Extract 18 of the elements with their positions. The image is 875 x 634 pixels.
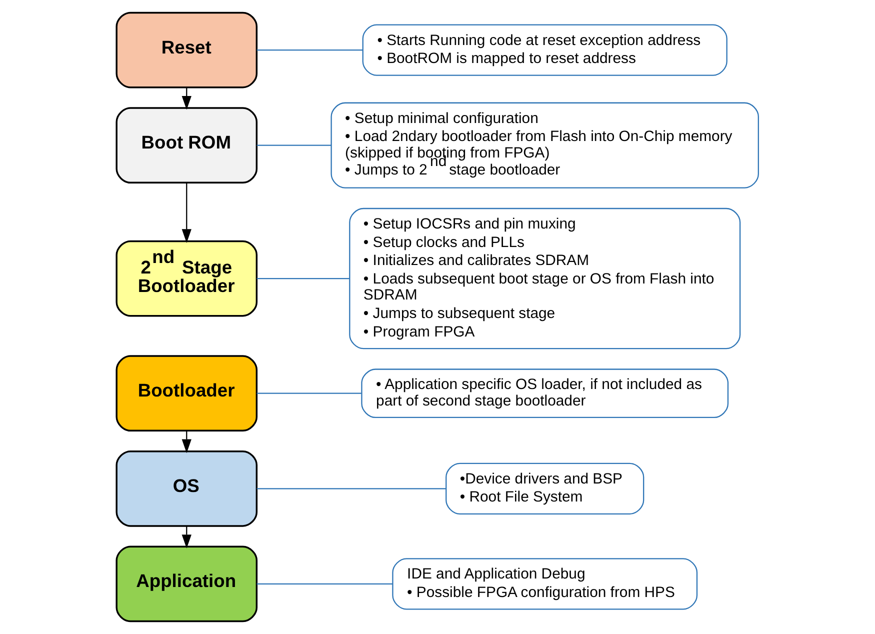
node-box: IDE and Application Debug • Possible FPGA configuration from HPS [392, 558, 698, 610]
node-box: Reset [116, 12, 258, 88]
node-box: • Setup IOCSRs and pin muxing • Setup clocks and PLLs • Initializes and calibrates SDRAM • Loads subsequent boot stage or OS from Flash into SDRAM • Jumps to subsequent stage • Program FPGA [349, 208, 741, 350]
node-box: Application [116, 546, 258, 622]
node-box: • Starts Running code at reset exception address • BootROM is mapped to reset address [362, 24, 728, 76]
node-box: • Application specific OS loader, if not included as part of second stage bootloader [361, 368, 729, 418]
node-box: OS [116, 450, 258, 527]
connector [256, 49, 363, 51]
node-box: Bootloader [116, 355, 258, 432]
arrow [182, 430, 192, 454]
arrow [182, 182, 192, 243]
connector [256, 488, 446, 490]
connector [256, 278, 350, 280]
node-box: •Device drivers and BSP • Root File System [446, 462, 644, 514]
connector [256, 583, 393, 585]
connector [256, 392, 362, 394]
connector [256, 144, 332, 146]
node-box: Boot ROM [116, 107, 258, 184]
